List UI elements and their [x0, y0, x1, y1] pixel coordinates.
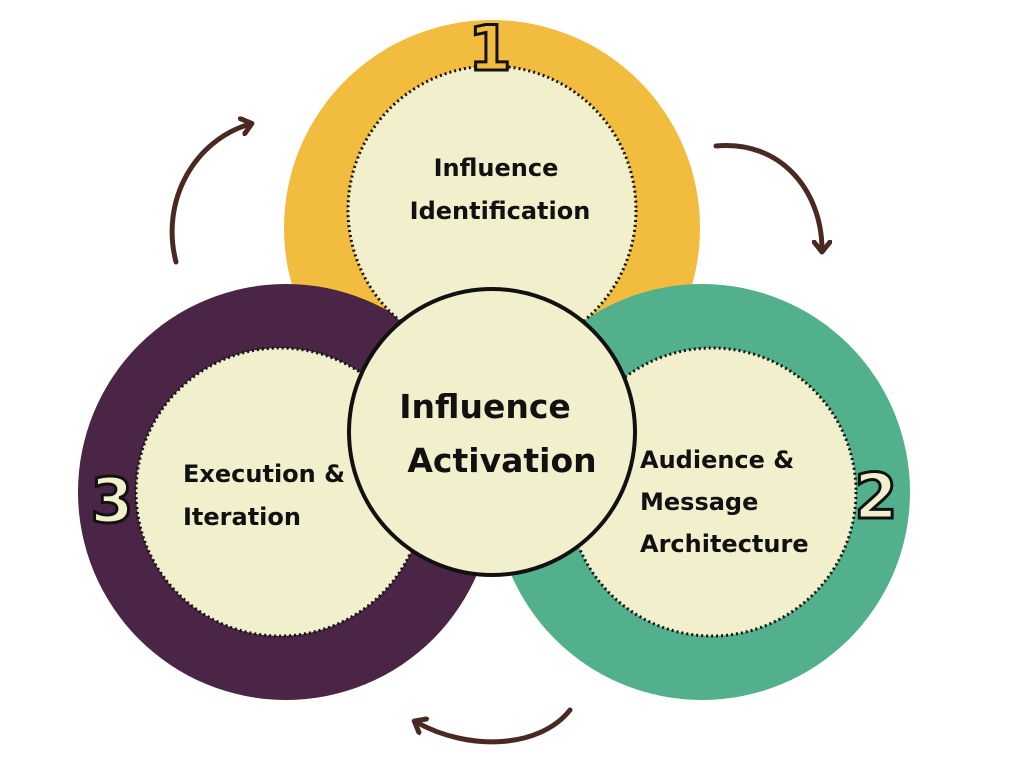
- center-disc: [347, 287, 637, 577]
- arrow-1-to-2-icon: [713, 143, 822, 250]
- arrow-2-to-3-icon: [416, 707, 573, 745]
- stage-3-label-line-2: Iteration: [183, 503, 301, 531]
- center-label-line-2: Activation: [407, 441, 596, 480]
- stage-3-label: Execution & Iteration: [183, 460, 345, 531]
- stage-2-label-line-3: Architecture: [640, 530, 809, 558]
- stage-2-label: Audience & Message Architecture: [640, 446, 809, 558]
- stage-2-number: 2: [854, 460, 897, 533]
- stage-1-label-line-1: Influence: [434, 154, 559, 182]
- center-label-line-1: Influence: [399, 387, 571, 426]
- stage-3-label-line-1: Execution &: [183, 460, 345, 488]
- arrow-3-to-1-icon: [169, 124, 250, 265]
- center-label: Influence Activation: [399, 387, 596, 480]
- stage-1-number: 1: [468, 12, 511, 85]
- stage-2-label-line-2: Message: [640, 488, 758, 516]
- stage-3-number: 3: [90, 464, 133, 537]
- stage-2-inner-disc: [566, 346, 858, 638]
- stage-1-label-line-2: Identification: [410, 197, 591, 225]
- stage-2-label-line-1: Audience &: [640, 446, 794, 474]
- stage-1-label: Influence Identification: [410, 154, 591, 225]
